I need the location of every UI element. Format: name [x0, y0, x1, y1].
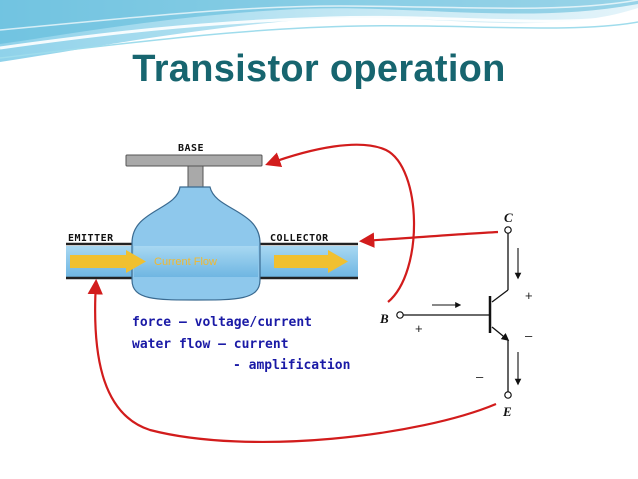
- arrow-base-to-handle: [265, 143, 416, 303]
- base-plus-sign: +: [415, 321, 423, 336]
- header-wave-decoration: [0, 0, 638, 62]
- collector-label: COLLECTOR: [270, 233, 329, 244]
- emitter-minus-sign: –: [525, 328, 533, 343]
- collector-terminal-label: C: [504, 210, 513, 225]
- slide-title: Transistor operation: [132, 48, 506, 90]
- arrow-collector-to-pipe: [358, 230, 499, 248]
- arrow-emitter-to-pipe: [87, 278, 497, 444]
- emitter-terminal: [504, 391, 512, 399]
- current-flow-label: Current Flow: [154, 256, 217, 268]
- note-line-amplification: - amplification: [233, 358, 351, 373]
- collector-terminal: [504, 226, 512, 234]
- base-terminal-label: B: [379, 311, 389, 326]
- collector-plus-sign: +: [525, 288, 533, 303]
- valve-stem: [187, 165, 204, 188]
- note-line-water-flow: water flow – current: [132, 337, 289, 352]
- base-label: BASE: [178, 143, 204, 154]
- note-line-force: force – voltage/current: [132, 315, 313, 330]
- transistor-symbol: C B E + – + –: [378, 205, 534, 425]
- valve-handle: [125, 154, 263, 167]
- base-terminal: [396, 311, 404, 319]
- valve-diagram: BASE Current Flow EMITTER COLLECTOR: [66, 143, 358, 301]
- flow-arrow-right: [274, 250, 348, 273]
- mapping-arrows: [87, 143, 499, 444]
- base-minus-sign: –: [476, 369, 484, 384]
- emitter-terminal-label: E: [502, 404, 512, 419]
- emitter-label: EMITTER: [68, 233, 114, 244]
- valve-chamber: [131, 186, 261, 301]
- flow-arrow-left: [70, 250, 146, 273]
